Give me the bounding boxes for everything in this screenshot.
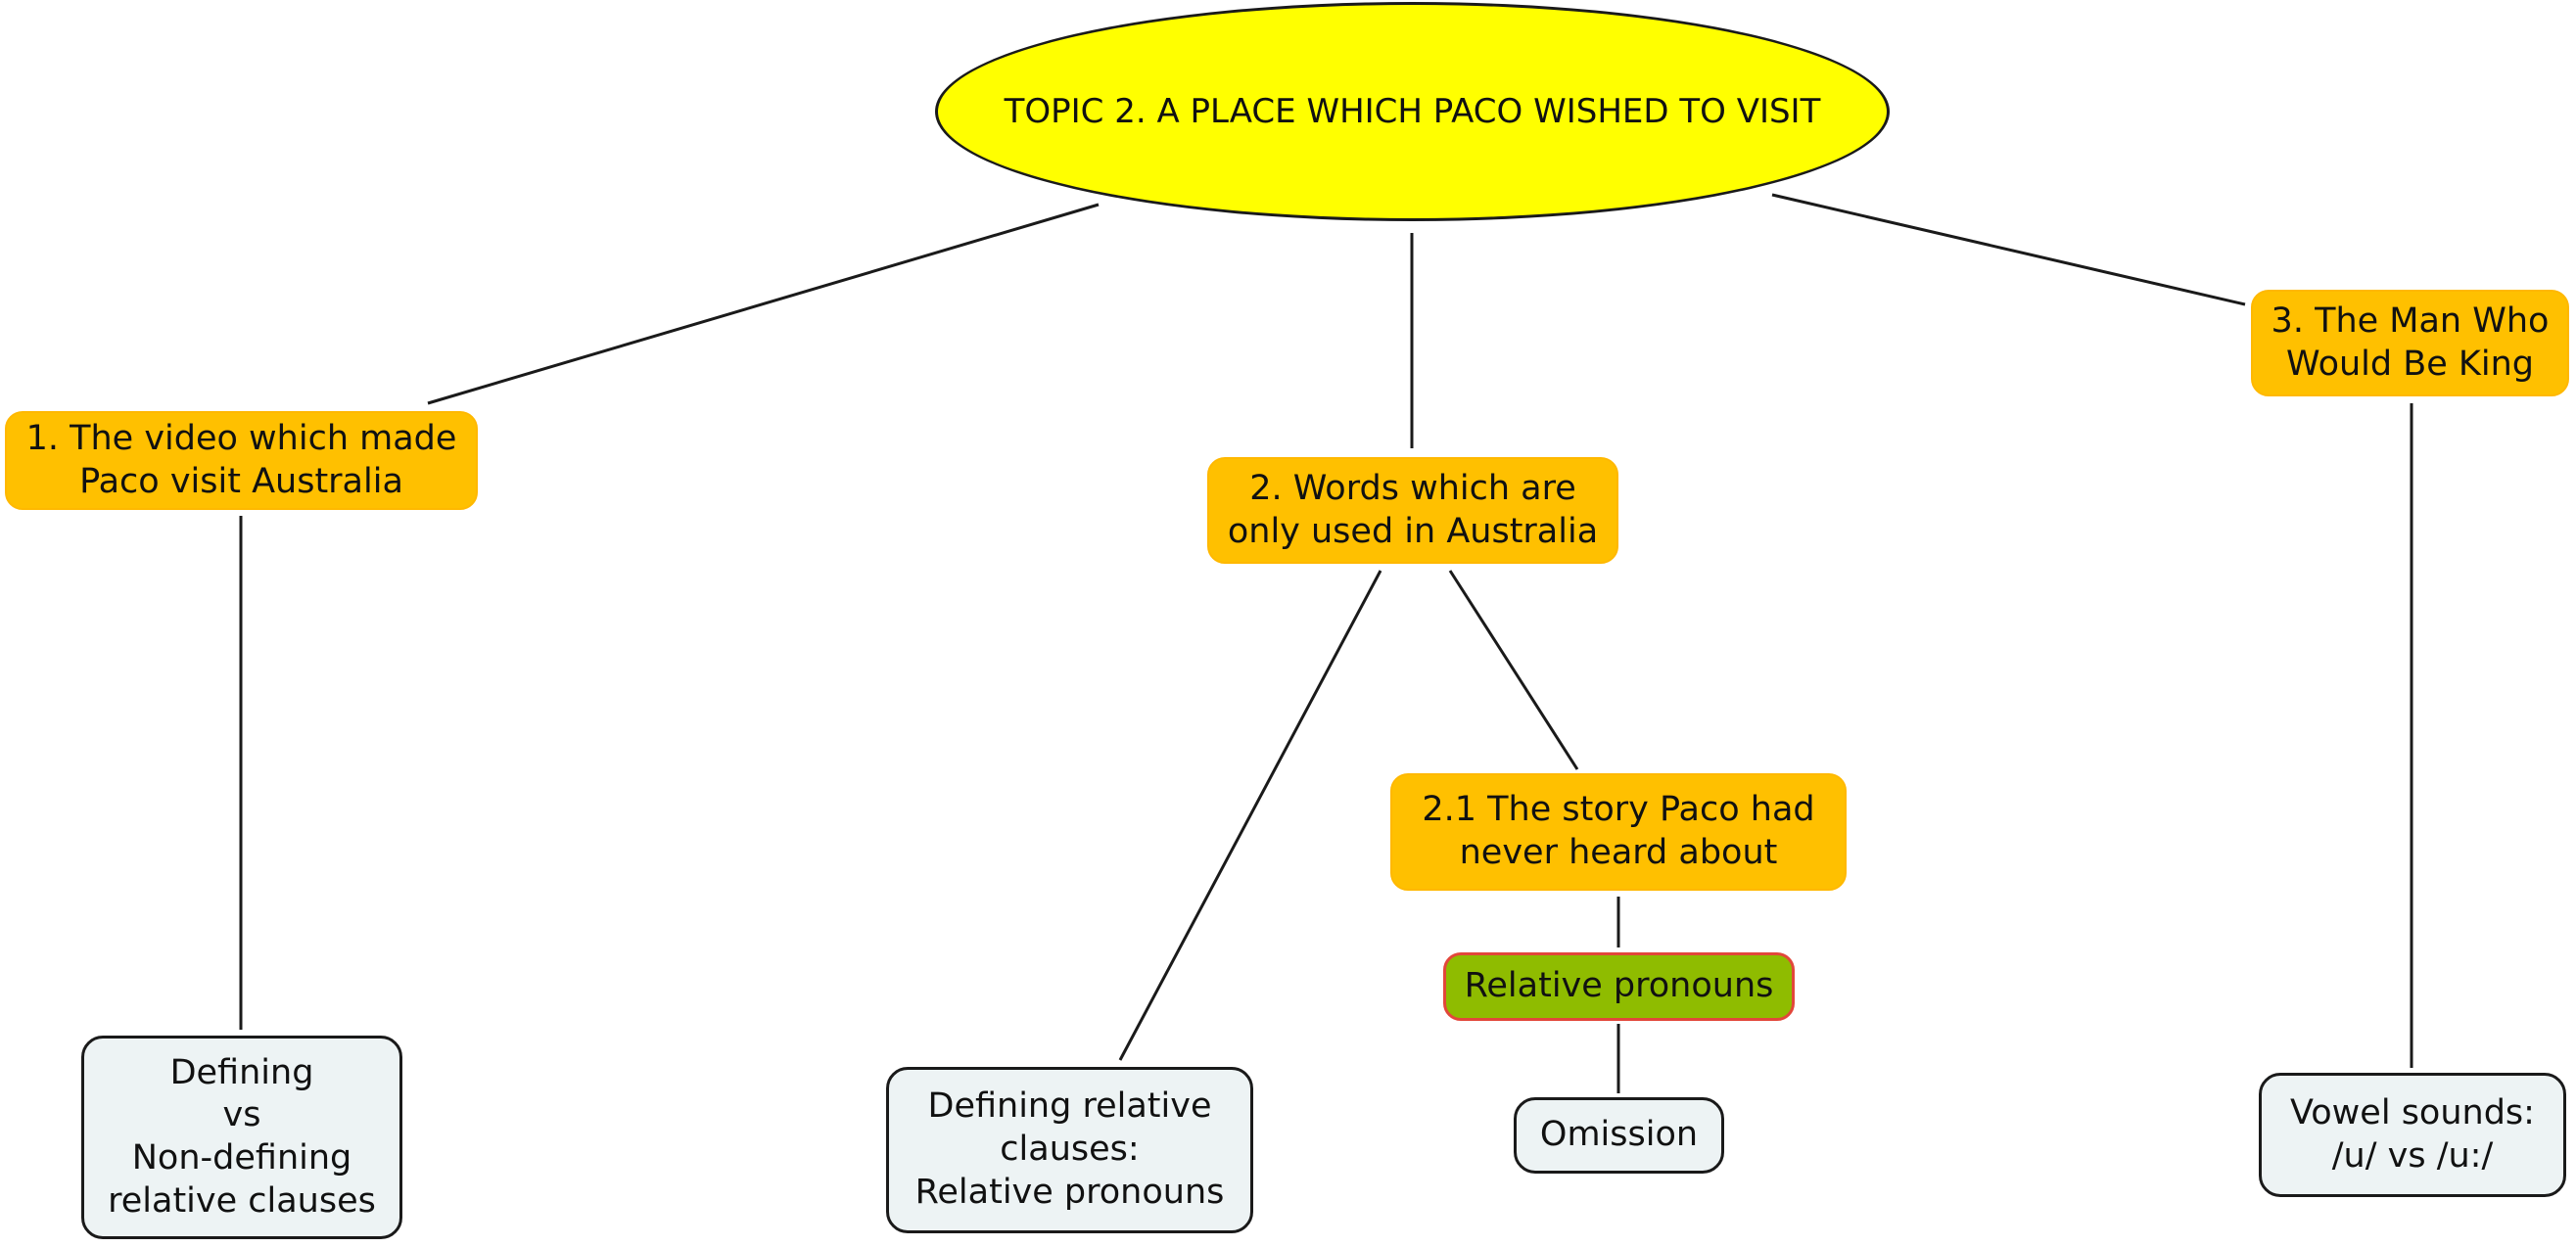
subtopic-man-who-would-be-king-label: 3. The Man Who Would Be King <box>2271 300 2550 384</box>
subtopic-man-who-would-be-king-node[interactable]: 3. The Man Who Would Be King <box>2251 290 2569 396</box>
defining-vs-nondefining-label: Defining vs Non-defining relative clause… <box>108 1052 376 1221</box>
subtopic-video-label: 1. The video which made Paco visit Austr… <box>25 418 457 501</box>
relative-pronouns-label: Relative pronouns <box>1464 966 1774 1006</box>
subtopic-video-node[interactable]: 1. The video which made Paco visit Austr… <box>5 411 478 510</box>
connector-root-to-n1 <box>427 203 1100 405</box>
defining-relative-clauses-node[interactable]: Defining relative clauses: Relative pron… <box>886 1067 1253 1233</box>
connector-n2-to-n2-1 <box>1448 570 1579 770</box>
subtopic-story-label: 2.1 The story Paco had never heard about <box>1422 790 1815 872</box>
omission-label: Omission <box>1539 1115 1699 1155</box>
vowel-sounds-node[interactable]: Vowel sounds: /u/ vs /u:/ <box>2259 1073 2566 1197</box>
subtopic-words-label: 2. Words which are only used in Australi… <box>1227 468 1599 551</box>
subtopic-words-node[interactable]: 2. Words which are only used in Australi… <box>1207 457 1618 564</box>
omission-node[interactable]: Omission <box>1514 1097 1724 1174</box>
defining-relative-clauses-label: Defining relative clauses: Relative pron… <box>914 1086 1225 1212</box>
defining-vs-nondefining-node[interactable]: Defining vs Non-defining relative clause… <box>81 1036 402 1239</box>
central-topic-label: TOPIC 2. A PLACE WHICH PACO WISHED TO VI… <box>1004 91 1821 131</box>
connector-n2-to-defining-relative <box>1118 570 1382 1061</box>
connector-root-to-n3 <box>1771 193 2246 306</box>
relative-pronouns-node[interactable]: Relative pronouns <box>1443 952 1795 1021</box>
subtopic-story-node[interactable]: 2.1 The story Paco had never heard about <box>1390 773 1847 891</box>
vowel-sounds-label: Vowel sounds: /u/ vs /u:/ <box>2290 1092 2535 1176</box>
central-topic-node[interactable]: TOPIC 2. A PLACE WHICH PACO WISHED TO VI… <box>935 2 1890 221</box>
